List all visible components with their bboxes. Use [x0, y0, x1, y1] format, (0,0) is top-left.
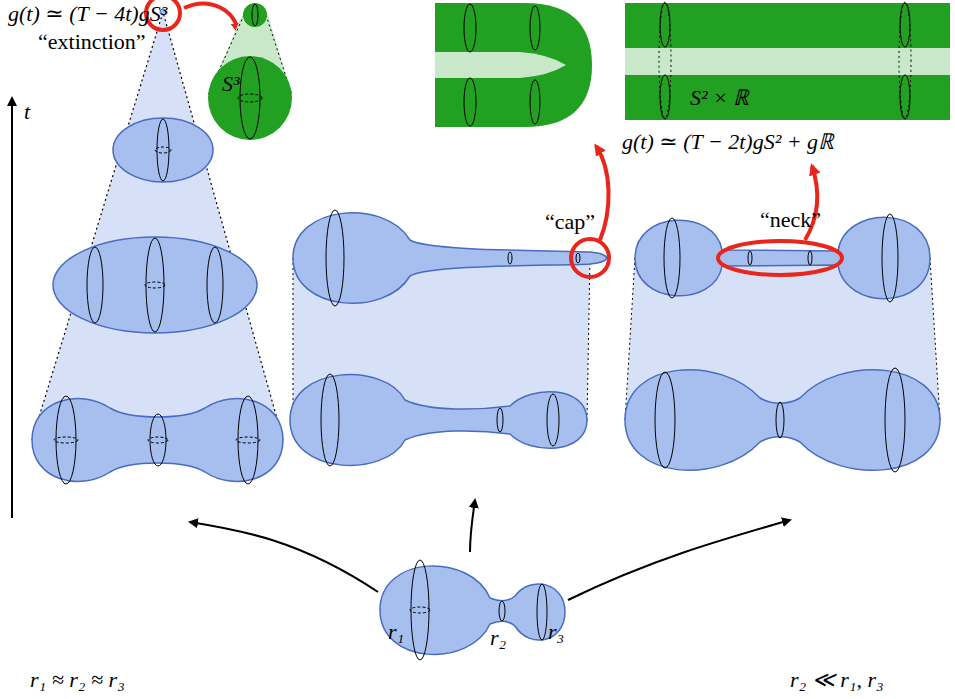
condition-label: r₁ ≈ r₂ ≈ r₃ [30, 668, 125, 692]
axis-label: t [24, 100, 30, 124]
singularity-label: “extinction” [38, 30, 146, 54]
space-label: S² × ℝ [690, 86, 749, 110]
radius-label: r₃ [548, 620, 564, 644]
metric-formula: g(t) ≃ (T − 2t)gS² + gℝ [622, 130, 834, 154]
condition-label: r₂ ≪ r₁, r₃ [790, 668, 884, 692]
metric-formula: g(t) ≃ (T − 4t)gS³ [8, 2, 167, 26]
singularity-label: “cap” [545, 210, 595, 234]
radius-label: r₁ [388, 620, 404, 644]
singularity-label: “neck” [760, 208, 821, 232]
space-label: S³ [222, 72, 240, 96]
radius-label: r₂ [490, 626, 506, 650]
